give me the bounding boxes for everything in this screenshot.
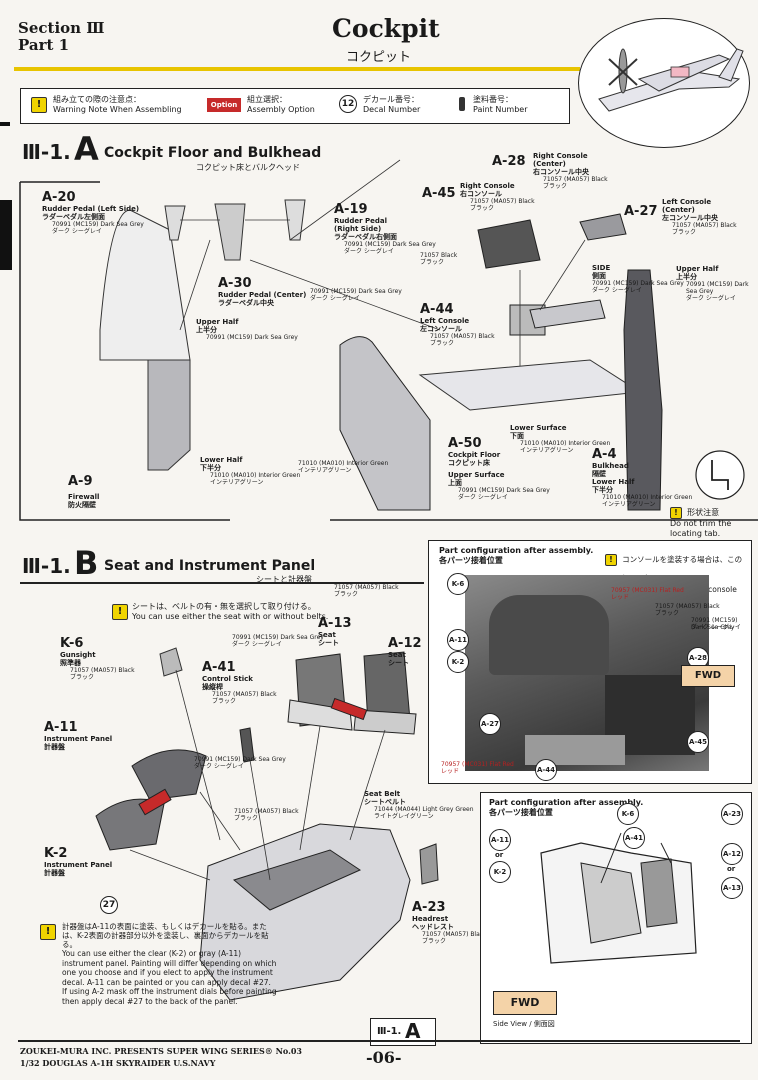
step-a-diagram	[19, 159, 758, 521]
legend-decal: デカール番号： Decal Number	[363, 95, 421, 114]
part-a13-paint: 70991 (MC159) Dark Sea Grey ダーク シーグレイ	[232, 634, 324, 648]
legend-paint: 塗料番号： Paint Number	[473, 95, 528, 114]
seat-note: ! シートは、ベルトの有・無を選択して取り付ける。 You can use ei…	[112, 602, 332, 622]
side-label-k6: K-6	[617, 803, 639, 825]
footer-line1: ZOUKEI-MURA INC. PRESENTS SUPER WING SER…	[20, 1046, 302, 1056]
part-a9: A-9 Firewall 防火隔壁	[68, 474, 100, 509]
step-b-letter: B	[74, 544, 99, 582]
side-label-k2: K-2	[489, 861, 511, 883]
part-a27-desc: Left Console (Center) 左コンソール中央 71057 (MA…	[662, 198, 737, 236]
photo-label-a45: A-45	[687, 731, 709, 753]
part-k2: K-2 Instrument Panel 計器盤	[44, 846, 113, 877]
side-label-a11: A-11	[489, 829, 511, 851]
page-number: -06-	[366, 1048, 402, 1067]
part-a27: A-27	[624, 204, 658, 219]
part-seat-belt: Seat Belt シートベルト 71044 (MA044) Light Gre…	[364, 790, 474, 820]
part-a23: A-23 Headrest ヘッドレスト 71057 (MA057) Black…	[412, 900, 487, 945]
section-label: Section Ⅲ Part 1	[18, 20, 105, 54]
part-a44: A-44 Left Console 左コンソール 71057 (MA057) B…	[420, 302, 495, 347]
part-a9-lower: Lower Half 下半分 71010 (MA010) Interior Gr…	[200, 456, 301, 486]
decal-27-icon: 27	[100, 896, 118, 914]
step-a-letter: A	[74, 130, 99, 168]
part-a11: A-11 Instrument Panel 計器盤	[44, 720, 113, 751]
header-rule	[14, 67, 580, 71]
part-a50-side-paint: 71010 (MA010) Interior Green インテリアグリーン	[298, 460, 389, 474]
part-a30-paint: 70991 (MC159) Dark Sea Grey ダーク シーグレイ	[310, 288, 402, 302]
part-a19: A-19 Rudder Pedal (Right Side) ラダーペダル右側面…	[334, 202, 436, 255]
photo-label-a11: A-11	[447, 629, 469, 651]
warning-icon: !	[40, 924, 56, 940]
part-a9-upper: Upper Half 上半分 70991 (MC159) Dark Sea Gr…	[196, 318, 298, 341]
part-a30: A-30 Rudder Pedal (Center) ラダーペダル中央	[218, 276, 307, 307]
part-a4-upper: Upper Half 上半分 70991 (MC159) Dark Sea Gr…	[676, 265, 749, 302]
fwd-arrow: FWD	[681, 665, 735, 687]
part-a28-desc: Right Console (Center) 右コンソール中央 71057 (M…	[533, 152, 608, 190]
panel-note: ! 計器盤はA-11の表面に塗装、もしくはデカールを貼る。または、K-2表面の計…	[40, 922, 278, 1006]
photo-label-a27: A-27	[479, 713, 501, 735]
decal-number-icon: 12	[339, 95, 357, 113]
part-a45: A-45	[422, 186, 456, 201]
photo-label-k6: K-6	[447, 573, 469, 595]
side-view-box: Part configuration after assembly. 各パーツ接…	[480, 792, 752, 1044]
part-k6: K-6 Gunsight 照準器 71057 (MA057) Black ブラッ…	[60, 636, 135, 681]
side-label-a12: A-12	[721, 843, 743, 865]
warning-icon: !	[670, 507, 682, 519]
part-a13: A-13 Seat シート	[318, 616, 352, 647]
option-icon: Option	[207, 98, 241, 112]
legend-box: ! 組み立ての際の注意点： Warning Note When Assembli…	[20, 88, 570, 124]
part-a41: A-41 Control Stick 操縦桿 71057 (MA057) Bla…	[202, 660, 277, 705]
photo-label-k2: K-2	[447, 651, 469, 673]
footer-rule	[18, 1040, 740, 1042]
warning-icon: !	[605, 554, 617, 566]
part-a4: A-4 Bulkhead 隔壁 Lower Half 下半分 71010 (MA…	[592, 447, 693, 508]
step-a-title: Cockpit Floor and Bulkhead	[104, 145, 322, 161]
aircraft-icon	[598, 48, 744, 112]
step-b-title: Seat and Instrument Panel	[104, 558, 316, 574]
warning-icon: !	[112, 604, 128, 620]
tab-note: ! 形状注意 Do not trim the locating tab.	[670, 507, 732, 538]
part-a11-paint: 70991 (MC159) Dark Sea Grey ダーク シーグレイ	[194, 756, 286, 770]
part-a12-paint: 71057 (MA057) Black ブラック	[334, 584, 399, 598]
page-title: Cockpit	[332, 14, 440, 43]
page-title-jp: コクピット	[346, 50, 412, 65]
side-view-caption: Side View / 側面図	[493, 1020, 555, 1028]
aircraft-thumbnail	[578, 18, 750, 148]
footer-line2: 1/32 DOUGLAS A-1H SKYRAIDER U.S.NAVY	[20, 1058, 216, 1068]
side-paint-black: 71057 Black ブラック	[420, 252, 458, 266]
side-label-a41: A-41	[623, 827, 645, 849]
section-number: Section Ⅲ	[18, 19, 105, 37]
photo-label-a44: A-44	[535, 759, 557, 781]
part-a28: A-28	[492, 154, 526, 169]
side-label-a13: A-13	[721, 877, 743, 899]
part-a20: A-20 Rudder Pedal (Left Side) ラダーペダル左側面 …	[42, 190, 144, 235]
legend-option: 組立選択： Assembly Option	[247, 95, 315, 114]
photo-box: Part configuration after assembly. 各パーツ接…	[428, 540, 752, 784]
part-k2-paint: 71057 (MA057) Black ブラック	[234, 808, 299, 822]
legend-warning: 組み立ての際の注意点： Warning Note When Assembling	[53, 95, 182, 114]
part-a45-desc: Right Console 右コンソール 71057 (MA057) Black…	[460, 182, 535, 212]
part-a12: A-12 Seat シート	[388, 636, 422, 667]
part-a50: A-50 Cockpit Floor コクピット床 Upper Surface …	[448, 436, 550, 501]
side-tab-mark	[0, 122, 10, 126]
part-number: Part 1	[18, 36, 70, 54]
side-view-drawing	[540, 832, 697, 964]
step-b-rule	[20, 582, 424, 584]
step-b-title-jp: シートと計器盤	[256, 575, 312, 584]
paint-bottle-icon	[459, 97, 465, 111]
warning-icon: !	[31, 97, 47, 113]
fwd-arrow: FWD	[493, 991, 557, 1015]
step-a-title-jp: コクピット床とバルクヘッド	[196, 163, 300, 172]
side-tab-block	[0, 200, 12, 270]
side-label-a23: A-23	[721, 803, 743, 825]
step-a-number: Ⅲ-1.	[22, 140, 71, 164]
step-b-diagram	[95, 647, 439, 1001]
part-a50-lower: Lower Surface 下面 71010 (MA010) Interior …	[510, 424, 611, 454]
side-label: SIDE 側面 70991 (MC159) Dark Sea Grey ダーク …	[592, 264, 684, 294]
step-b-number: Ⅲ-1.	[22, 554, 71, 578]
